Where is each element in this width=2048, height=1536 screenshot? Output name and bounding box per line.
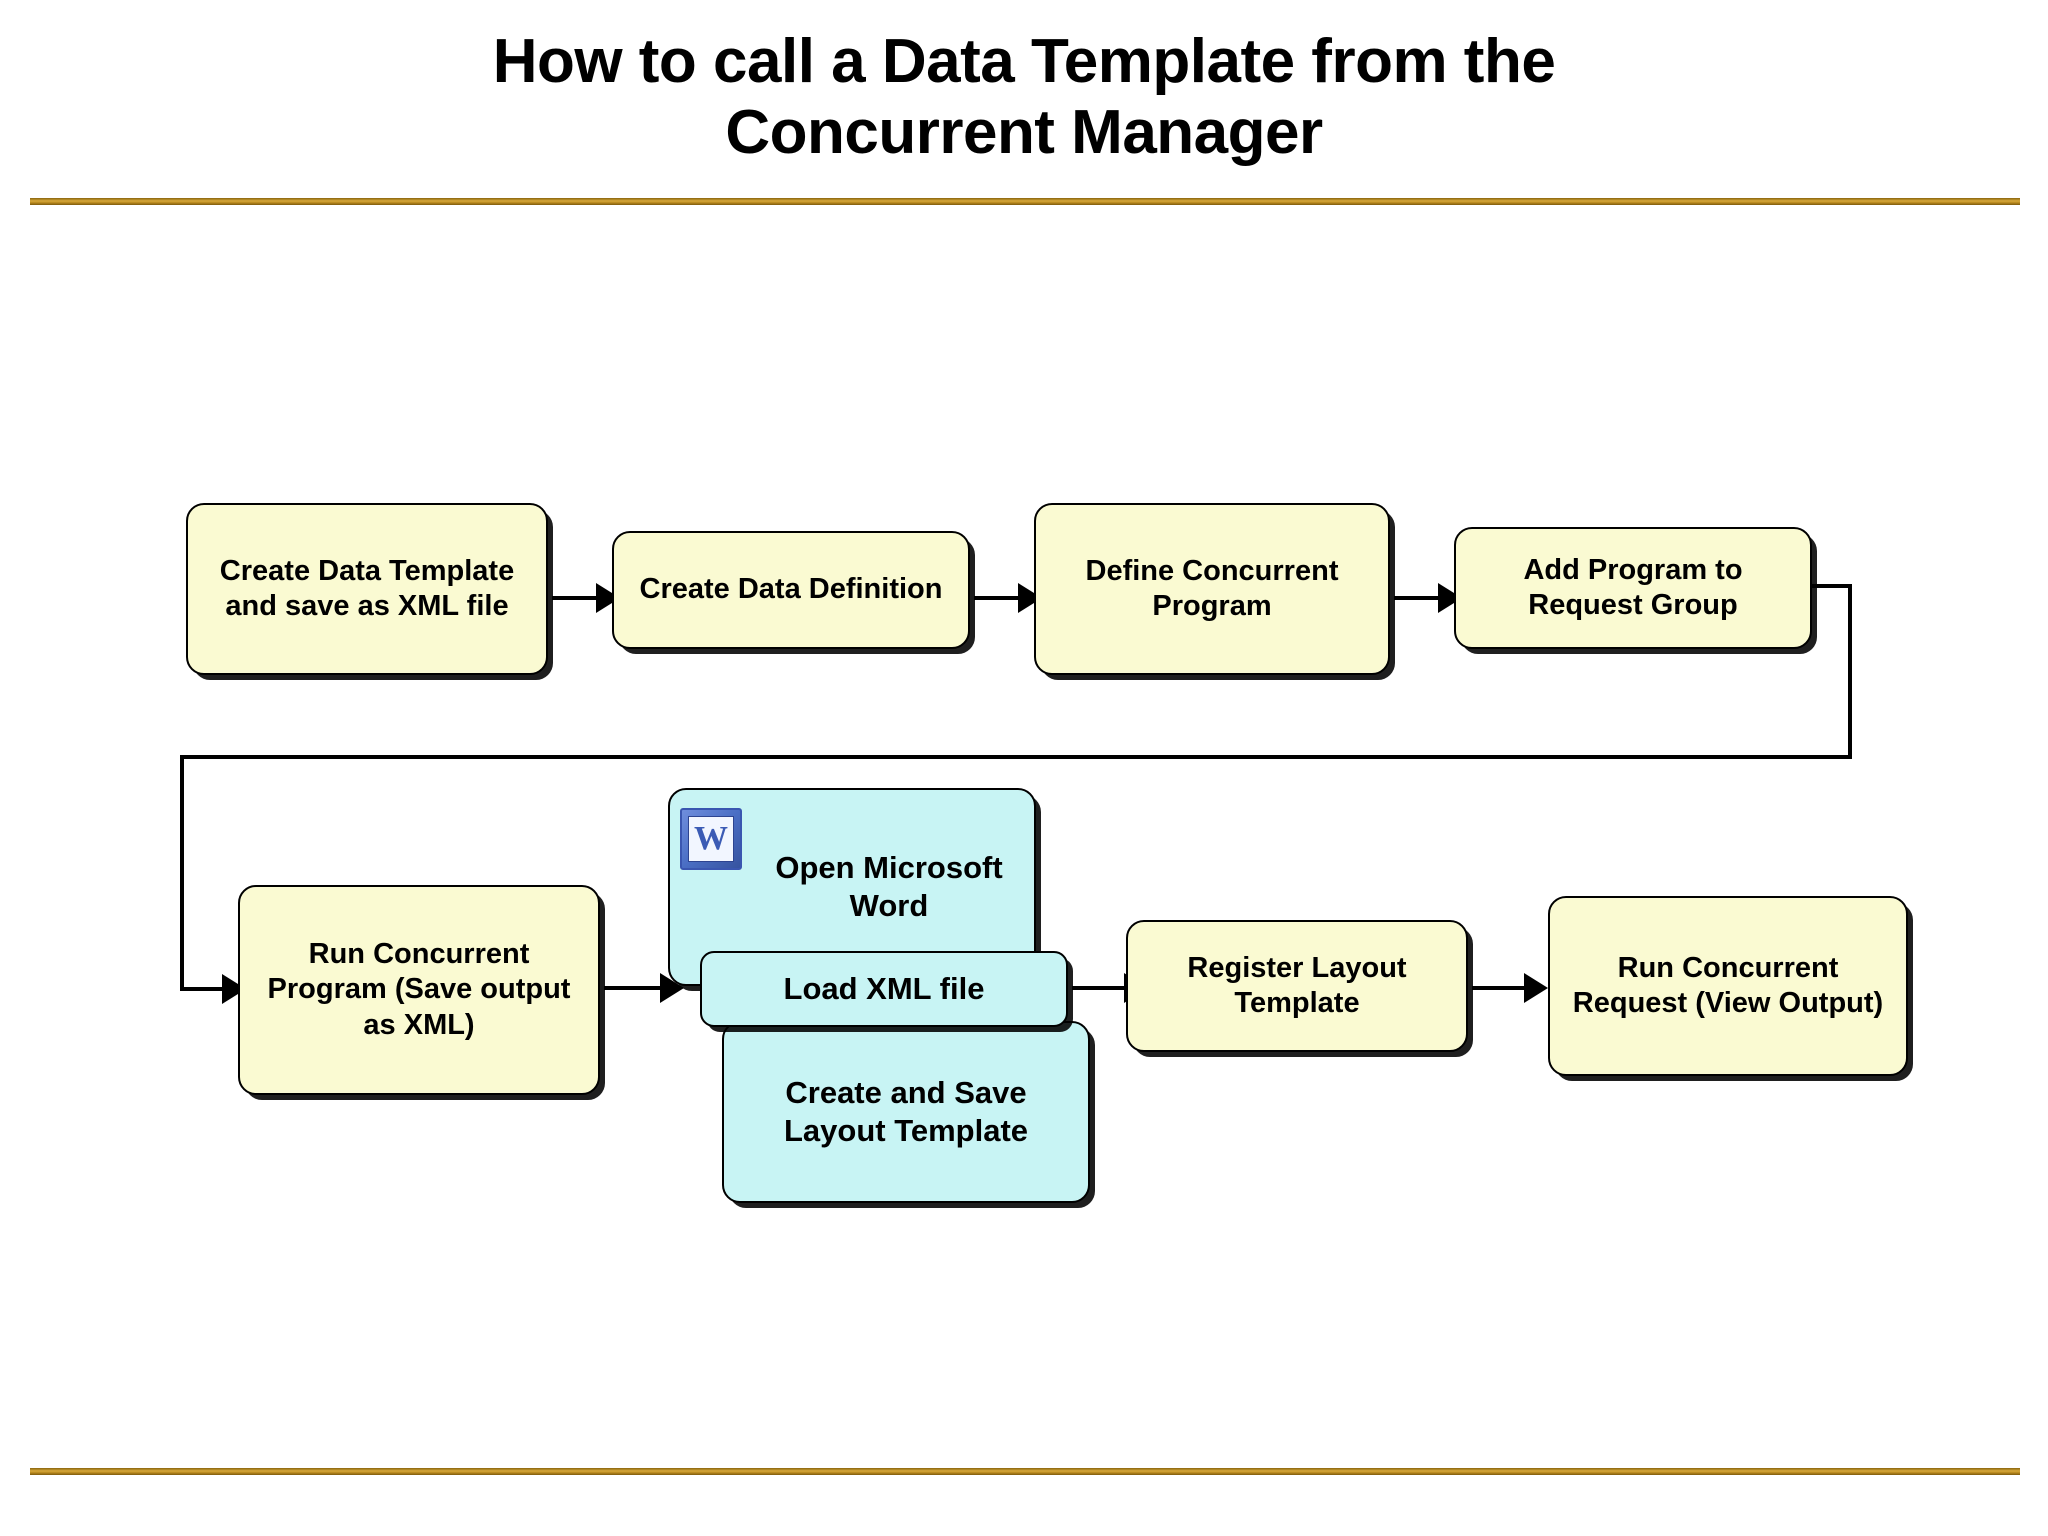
flow-node-run-concurrent-request[interactable]: Run Concurrent Request (View Output) xyxy=(1548,896,1908,1076)
connector-arrowhead-6 xyxy=(1524,973,1548,1003)
flow-node-label: Register Layout Template xyxy=(1187,951,1407,1019)
flow-node-label: Load XML file xyxy=(783,971,985,1007)
connector-line-6 xyxy=(1472,986,1528,990)
connector-line-1 xyxy=(552,596,600,600)
wrap-connector-seg-into-node xyxy=(180,987,228,991)
flow-node-register-layout-template[interactable]: Register Layout Template xyxy=(1126,920,1468,1052)
connector-line-3 xyxy=(1394,596,1442,600)
flow-node-create-data-definition[interactable]: Create Data Definition xyxy=(612,531,970,649)
flow-node-label: Run Concurrent Request (View Output) xyxy=(1572,951,1884,1019)
flow-node-add-program-to-request-group[interactable]: Add Program to Request Group xyxy=(1454,527,1812,649)
title-divider-rule xyxy=(30,198,2020,205)
title-line-1: How to call a Data Template from the xyxy=(492,27,1556,96)
wrap-connector-seg-down xyxy=(1848,584,1852,759)
flow-node-label: Add Program to Request Group xyxy=(1523,553,1743,621)
flow-node-define-concurrent-program[interactable]: Define Concurrent Program xyxy=(1034,503,1390,675)
wrap-connector-seg-right xyxy=(1812,584,1852,588)
flow-node-load-xml-file[interactable]: Load XML file xyxy=(700,951,1068,1027)
flow-node-run-concurrent-program[interactable]: Run Concurrent Program (Save output as X… xyxy=(238,885,600,1095)
flow-node-label: Create Data Template and save as XML fil… xyxy=(219,554,515,622)
connector-line-5 xyxy=(1072,986,1128,990)
flow-node-label: Open Microsoft Word xyxy=(775,850,1003,923)
flow-node-label: Create and Save Layout Template xyxy=(783,1075,1029,1148)
microsoft-word-icon: W xyxy=(680,808,742,870)
footer-divider-rule xyxy=(30,1468,2020,1475)
connector-line-4 xyxy=(604,986,664,990)
flow-node-create-save-layout-template[interactable]: Create and Save Layout Template xyxy=(722,1021,1090,1203)
wrap-connector-seg-down-left xyxy=(180,755,184,991)
title-line-2: Concurrent Manager xyxy=(725,98,1323,168)
flow-node-label: Define Concurrent Program xyxy=(1085,554,1339,622)
flow-node-create-data-template[interactable]: Create Data Template and save as XML fil… xyxy=(186,503,548,675)
microsoft-word-icon-glyph: W xyxy=(688,816,734,862)
connector-line-2 xyxy=(974,596,1022,600)
wrap-connector-seg-left xyxy=(180,755,1852,759)
flow-node-label: Create Data Definition xyxy=(639,573,943,606)
flow-node-label: Run Concurrent Program (Save output as X… xyxy=(267,937,571,1041)
page-title: How to call a Data Template from the Con… xyxy=(0,26,2048,169)
